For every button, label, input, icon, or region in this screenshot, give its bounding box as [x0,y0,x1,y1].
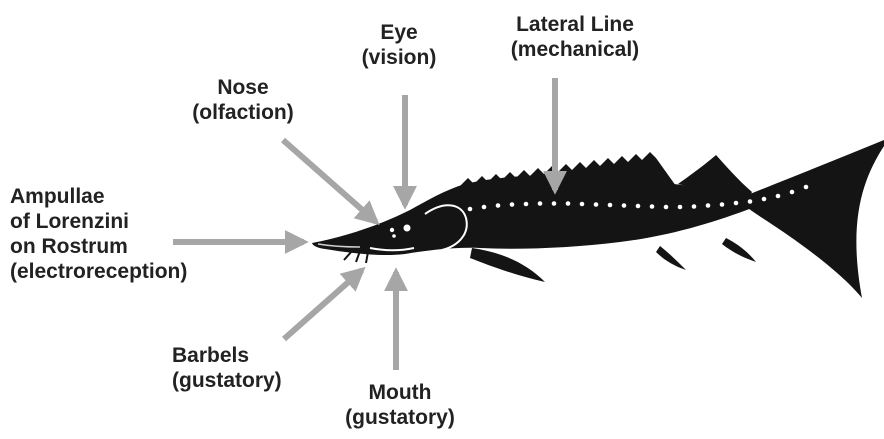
ampullae-label-line1: Ampullae [10,184,250,209]
barbels-label-line1: Barbels [172,343,322,368]
fish-body [312,175,752,255]
ampullae-label-line2: of Lorenzini [10,209,250,234]
nostril [390,228,394,232]
nose-label-line1: Nose [178,75,308,100]
barbels-label-line2: (gustatory) [172,368,322,393]
caudal-fin [745,140,884,298]
barbels-arrow [284,270,362,339]
pelvic-fin [656,246,686,270]
pectoral-fin [470,248,545,282]
eye-label-line2: (vision) [339,45,459,70]
dorsal-scutes [460,152,676,186]
lateral-line-label-line1: Lateral Line [490,12,660,37]
nose-arrow [283,140,376,222]
ampullae-label-line4: (electroreception) [10,259,250,284]
nose-label-line2: (olfaction) [178,100,308,125]
eye [404,225,411,232]
lateral-line-label-line2: (mechanical) [490,37,660,62]
ampullae-label: Ampullae of Lorenzini on Rostrum (electr… [10,184,250,284]
eye-label: Eye (vision) [339,20,459,70]
eye-label-line1: Eye [339,20,459,45]
lateral-line-label: Lateral Line (mechanical) [490,12,660,62]
barbels-label: Barbels (gustatory) [172,343,322,393]
mouth-label: Mouth (gustatory) [330,380,470,430]
mouth-label-line2: (gustatory) [330,405,470,430]
ampullae-label-line3: on Rostrum [10,234,250,259]
nose-label: Nose (olfaction) [178,75,308,125]
nostril [392,234,396,238]
anal-fin [722,238,756,262]
mouth-label-line1: Mouth [330,380,470,405]
